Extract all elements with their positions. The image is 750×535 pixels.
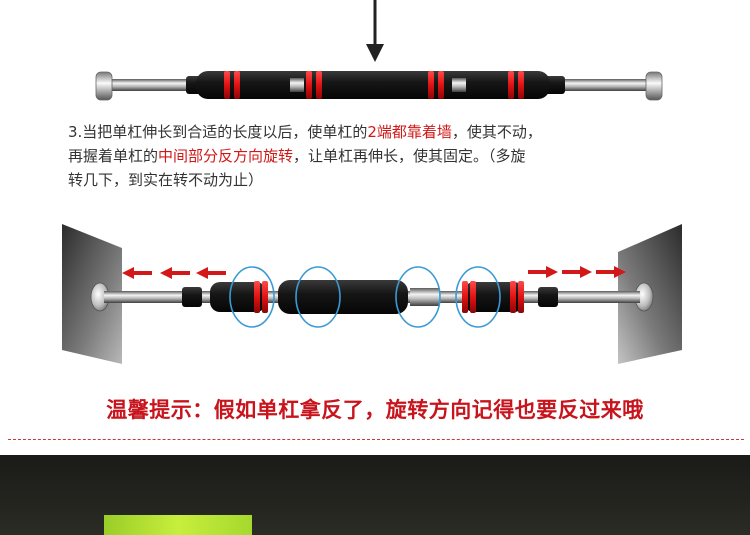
- step-line-1: 3.当把单杠伸长到合适的长度以后，使单杠的2端都靠着墙，使其不动，: [68, 120, 708, 144]
- step-line-1-pre: 3.当把单杠伸长到合适的长度以后，使单杠的: [68, 123, 368, 141]
- bottom-illustration: [62, 224, 682, 364]
- pull-up-bar-extended: [95, 71, 663, 101]
- step-line-1-highlight: 2端都靠着墙: [367, 123, 452, 141]
- green-block: [104, 515, 252, 535]
- step-line-1-post: ，使其不动，: [451, 123, 542, 141]
- arrow-left-icon: [122, 267, 226, 279]
- step-line-2-post: ，让单杠再伸长，使其固定。（多旋: [293, 147, 526, 165]
- step-line-3: 转几下，到实在转不动为止）: [68, 171, 264, 189]
- dashed-divider: [8, 439, 744, 440]
- step-line-2-pre: 再握着单杠的: [68, 147, 159, 165]
- step-line-2: 再握着单杠的中间部分反方向旋转，让单杠再伸长，使其固定。（多旋: [68, 144, 708, 168]
- step-line-2-highlight: 中间部分反方向旋转: [158, 147, 294, 165]
- arrow-right-icon: [528, 266, 626, 278]
- pull-up-bar-installed: [104, 280, 640, 314]
- top-illustration: [95, 0, 663, 101]
- rotation-icon: [229, 266, 501, 328]
- arrow-down-icon: [366, 0, 384, 62]
- warm-tip: 温馨提示：假如单杠拿反了，旋转方向记得也要反过来哦: [106, 397, 644, 422]
- step-3-instructions: 3.当把单杠伸长到合适的长度以后，使单杠的2端都靠着墙，使其不动， 再握着单杠的…: [68, 120, 708, 192]
